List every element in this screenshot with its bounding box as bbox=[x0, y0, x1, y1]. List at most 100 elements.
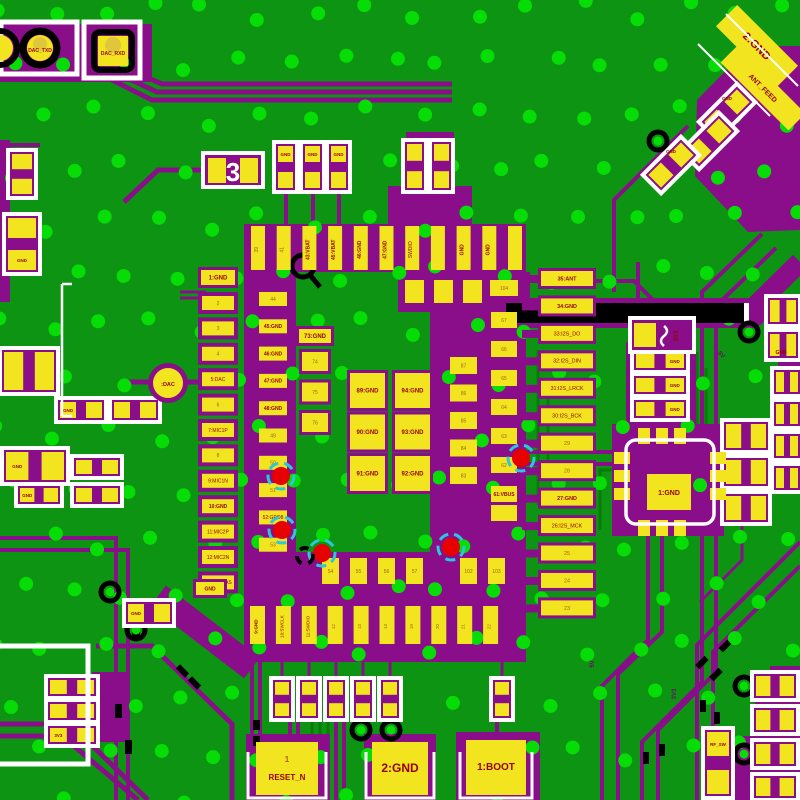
chip-left-outer-pad[interactable] bbox=[202, 397, 234, 412]
chip-left-outer-pad[interactable] bbox=[202, 296, 234, 310]
chip-bottom-inner-b-pad[interactable] bbox=[488, 558, 505, 584]
component-pad[interactable] bbox=[278, 146, 293, 162]
component-pad[interactable] bbox=[305, 146, 320, 162]
component[interactable] bbox=[489, 676, 515, 722]
via[interactable] bbox=[653, 136, 663, 146]
component-pad[interactable] bbox=[434, 144, 449, 161]
chip-right-inner2-pad[interactable] bbox=[491, 312, 517, 328]
net-label-box[interactable] bbox=[299, 329, 331, 343]
highlight-marker[interactable] bbox=[313, 544, 331, 562]
chip-right-inner1-pad[interactable] bbox=[450, 439, 477, 457]
via[interactable] bbox=[744, 327, 754, 337]
via[interactable] bbox=[105, 587, 115, 597]
chip-top-row-pad[interactable] bbox=[508, 226, 522, 270]
chip-top-row-pad[interactable] bbox=[353, 226, 368, 270]
component[interactable] bbox=[720, 454, 772, 490]
component[interactable] bbox=[720, 418, 772, 454]
via[interactable] bbox=[386, 725, 396, 735]
component-pad[interactable] bbox=[240, 158, 258, 183]
inner-layer-trace[interactable] bbox=[598, 468, 614, 530]
component-pad[interactable] bbox=[114, 402, 130, 418]
component[interactable] bbox=[630, 396, 690, 422]
chip-mid-col-pad[interactable] bbox=[302, 413, 328, 432]
component-pad[interactable] bbox=[41, 452, 64, 480]
chip-left-inner-pad[interactable] bbox=[259, 483, 287, 498]
component[interactable] bbox=[299, 140, 326, 194]
chip-bottom-inner-a-pad[interactable] bbox=[322, 558, 339, 584]
component[interactable] bbox=[770, 398, 800, 430]
chip-left-inner-pad[interactable] bbox=[259, 319, 287, 334]
net-label-box[interactable] bbox=[720, 45, 800, 131]
component[interactable] bbox=[764, 294, 800, 328]
component-pad[interactable] bbox=[302, 682, 316, 695]
chip-left-inner-pad[interactable] bbox=[259, 510, 287, 525]
component-pad[interactable] bbox=[329, 682, 343, 695]
component-pad[interactable] bbox=[724, 89, 750, 115]
component-pad[interactable] bbox=[668, 142, 694, 168]
component[interactable] bbox=[272, 140, 299, 194]
component-pad[interactable] bbox=[102, 460, 118, 474]
chip-bottom-outer-pad[interactable] bbox=[327, 606, 343, 644]
component-pad[interactable] bbox=[790, 468, 798, 488]
component[interactable] bbox=[720, 490, 772, 526]
chip-bottom-outer-pad[interactable] bbox=[275, 606, 291, 644]
component-pad[interactable] bbox=[776, 468, 784, 488]
component-pad[interactable] bbox=[726, 460, 742, 484]
component-pad[interactable] bbox=[756, 744, 771, 764]
chip-right-netlabels-pad[interactable] bbox=[541, 463, 593, 479]
chip-right-inner1-pad[interactable] bbox=[450, 412, 477, 429]
component-pad[interactable] bbox=[208, 158, 226, 183]
copper-trace[interactable] bbox=[522, 439, 541, 448]
component-pad[interactable] bbox=[356, 703, 370, 716]
chip-left-inner-pad[interactable] bbox=[259, 428, 287, 443]
component-pad[interactable] bbox=[50, 728, 67, 742]
chip-right-netlabels-pad[interactable] bbox=[541, 298, 593, 314]
copper-trace[interactable] bbox=[522, 549, 541, 558]
component-pad[interactable] bbox=[407, 144, 422, 161]
component-pad[interactable] bbox=[6, 452, 29, 480]
component-pad[interactable] bbox=[356, 682, 370, 695]
chip-left-outer-pad[interactable] bbox=[202, 423, 234, 437]
copper-trace[interactable] bbox=[522, 576, 541, 585]
component[interactable] bbox=[269, 676, 295, 722]
chip-row2-pad[interactable] bbox=[405, 280, 424, 303]
chip-right-netlabels-pad[interactable] bbox=[541, 545, 593, 561]
copper-trace[interactable] bbox=[522, 275, 541, 283]
component[interactable] bbox=[108, 396, 162, 424]
component-pad[interactable] bbox=[648, 162, 674, 188]
chip-top-row-pad[interactable] bbox=[405, 226, 420, 270]
highlight-marker[interactable] bbox=[512, 449, 530, 467]
copper-trace[interactable] bbox=[0, 548, 130, 800]
chip-top-row-pad[interactable] bbox=[379, 226, 394, 270]
component[interactable] bbox=[14, 482, 64, 508]
component-pad[interactable] bbox=[275, 682, 289, 695]
chip-right-netlabels-pad[interactable] bbox=[541, 490, 593, 506]
component-pad[interactable] bbox=[278, 172, 293, 188]
chip-bottom-outer-pad[interactable] bbox=[301, 606, 317, 644]
copper-trace[interactable] bbox=[522, 494, 541, 503]
copper-trace[interactable] bbox=[522, 522, 541, 531]
chip-right-inner2-pad[interactable] bbox=[491, 486, 517, 502]
component-pad[interactable] bbox=[665, 354, 684, 368]
chip-bottom-outer-pad[interactable] bbox=[353, 606, 369, 644]
component[interactable] bbox=[750, 772, 800, 800]
copper-trace[interactable] bbox=[600, 536, 650, 800]
component-pad[interactable] bbox=[154, 604, 170, 622]
gnd-grid-col1-pad[interactable] bbox=[350, 456, 385, 491]
chip-top-row-pad[interactable] bbox=[276, 226, 291, 270]
component-pad[interactable] bbox=[76, 460, 92, 474]
chip-left-inner-pad[interactable] bbox=[259, 455, 287, 470]
component-pad[interactable] bbox=[275, 703, 289, 716]
component-pad[interactable] bbox=[665, 402, 684, 416]
component-pad[interactable] bbox=[790, 404, 798, 424]
ic-center-pad[interactable] bbox=[647, 474, 691, 510]
chip-left-outer-pad[interactable] bbox=[202, 346, 234, 361]
chip-right-netlabels-pad[interactable] bbox=[541, 408, 593, 424]
component[interactable] bbox=[701, 726, 735, 800]
chip-left-inner-pad[interactable] bbox=[259, 346, 287, 361]
net-label-box[interactable] bbox=[196, 582, 224, 595]
boot-pad[interactable] bbox=[466, 740, 526, 795]
component[interactable] bbox=[639, 133, 703, 197]
component-pad[interactable] bbox=[34, 352, 54, 390]
chip-top-row-pad[interactable] bbox=[482, 226, 497, 270]
